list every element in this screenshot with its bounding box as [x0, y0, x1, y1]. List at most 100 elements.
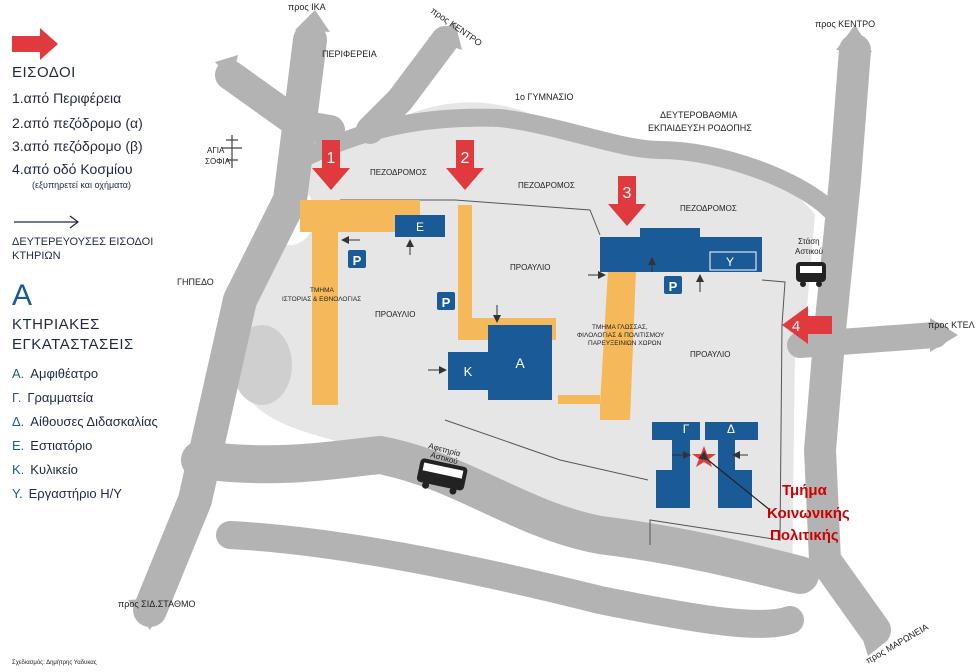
dir-ktel: προς ΚΤΕΛ	[928, 320, 975, 330]
building-history	[300, 200, 420, 405]
legend-facility-g: Γ. Γραμματεία	[12, 390, 93, 405]
entrance-arrow-2	[446, 140, 484, 190]
building-k	[448, 352, 488, 390]
building-d	[705, 422, 758, 508]
building-y	[600, 228, 762, 272]
label-proavlio-3: ΠΡΟΑΥΛΙΟ	[690, 350, 730, 359]
parking-label-1: P	[353, 253, 362, 268]
entrance-number-3: 3	[623, 185, 632, 202]
legend-facility-key: Δ.	[12, 414, 25, 429]
label-e: Ε	[416, 220, 424, 234]
legend-secondary-title: ΔΕΥΤΕΡΕΥΟΥΣΕΣ ΕΙΣΟΔΟΙ	[12, 236, 154, 248]
road-left-diagonal	[133, 23, 327, 627]
arrow-to-kentro-top	[428, 22, 462, 50]
label-g: Γ	[683, 422, 690, 436]
building-pezodromos-a	[458, 205, 472, 330]
highlight-dept-2: Κοινωνικής	[767, 505, 850, 522]
legend-facilities-title: ΚΤΗΡΙΑΚΕΣ	[12, 316, 100, 333]
church-icon	[222, 135, 242, 168]
parking-signs: P P P	[348, 250, 682, 310]
legend-facility-d: Δ.Αίθουσες Διδασκαλίας	[12, 414, 158, 429]
legend-facility-label: Εστιατόριο	[30, 438, 93, 453]
label-pezodromos-2: ΠΕΖΟΔΡΟΜΟΣ	[518, 181, 575, 190]
legend-secondary-title-2: ΚΤΗΡΙΩΝ	[12, 250, 61, 262]
label-a: Α	[515, 355, 525, 371]
dept-history-2: ΙΣΤΟΡΙΑΣ & ΕΘΝΟΛΟΓΙΑΣ	[282, 296, 361, 303]
legend-facility-key: Γ.	[12, 390, 22, 405]
legend-facilities-title-2: ΕΓΚΑΤΑΣΤΑΣΕΙΣ	[12, 336, 134, 353]
building-glossa	[558, 248, 640, 420]
legend-facility-key: Α.	[12, 366, 25, 381]
main-entrances: 1 2 3 4	[312, 140, 832, 344]
legend-facility-key: Υ.	[12, 486, 23, 501]
label-pezodromos-1: ΠΕΖΟΔΡΟΜΟΣ	[370, 168, 427, 177]
dept-glossa-1: ΤΜΗΜΑ ΓΛΩΣΣΑΣ,	[592, 324, 648, 331]
legend-entrance-1: 1.από Περιφέρεια	[12, 90, 122, 106]
arrow-top-left	[215, 55, 238, 80]
entrance-arrow-3	[608, 176, 646, 226]
entrance-number-2: 2	[461, 150, 470, 167]
legend-facility-y: Υ.Εργαστήριο Η/Υ	[12, 486, 122, 501]
legend-entrance-3: 3.από πεζόδρομο (β)	[12, 138, 143, 154]
legend-facility-key: Ε.	[12, 438, 25, 453]
entrance-number-4: 4	[792, 318, 800, 335]
arrow-to-maroneia	[858, 624, 888, 656]
pointer-line	[698, 450, 771, 511]
road-top-arc	[291, 108, 839, 219]
legend-facility-e: Ε. Εστιατόριο	[12, 438, 92, 453]
building-e	[395, 215, 445, 237]
road-bottom-lower	[216, 521, 804, 638]
building-a	[488, 325, 552, 400]
legend-facility-label: Αμφιθέατρο	[30, 366, 99, 381]
legend-secondary-arrow	[14, 215, 79, 229]
legend-facility-label: Κυλικείο	[30, 462, 78, 477]
legend-facility-k: Κ. Κυλικείο	[12, 462, 78, 477]
place-deftero-2: ΕΚΠΑΙΔΕΥΣΗ ΡΟΔΟΠΗΣ	[648, 123, 752, 133]
building-g	[652, 422, 700, 508]
road-bottom	[181, 436, 819, 594]
road-right-ktel	[787, 322, 948, 358]
label-y: Υ	[726, 255, 734, 269]
place-stasi-1: Στάση	[798, 237, 820, 246]
label-d: Δ	[727, 422, 735, 436]
arrow-to-ktel	[930, 318, 958, 352]
parking-sign-3	[664, 276, 682, 294]
road-top-center	[356, 26, 459, 144]
arrow-to-ika	[295, 10, 330, 32]
place-gipedo: ΓΗΠΕΔΟ	[177, 277, 214, 287]
place-deftero-1: ΔΕΥΤΕΡΟΒΑΘΜΙΑ	[660, 110, 737, 120]
place-stasi-2: Αστικού	[795, 247, 823, 256]
legend-facility-a: Α. Αμφιθέατρο	[12, 366, 98, 381]
highlight-dept-1: Τμήμα	[782, 482, 828, 499]
dir-sid-stathmo: προς ΣΙΔ.ΣΤΑΘΜΟ	[118, 599, 195, 609]
dir-ika: προς ΙΚΑ	[288, 2, 326, 12]
parking-sign-2	[437, 292, 455, 310]
credit-text: Σχεδιασμός: Δημήτρης Υαδυκας	[12, 659, 97, 666]
roads	[133, 23, 948, 646]
building-y-outline	[709, 251, 757, 271]
parking-label-3: P	[669, 279, 678, 294]
arrow-to-sid-stathmo	[128, 598, 168, 630]
place-agia-2: ΣΟΦΙΑ	[205, 157, 231, 166]
legend-entrance-4: 4.από οδό Κοσμίου	[12, 161, 133, 177]
place-gymnasio: 1ο ΓΥΜΝΑΣΙΟ	[515, 92, 574, 102]
bus-icon-afetiria	[416, 458, 468, 495]
arrow-to-kentro-right	[836, 25, 872, 52]
legend-facility-label: Γραμματεία	[27, 390, 94, 405]
entrance-arrow-1	[312, 140, 350, 190]
secondary-entrance-arrows	[341, 236, 748, 459]
parking-sign-1	[348, 250, 366, 268]
dept-glossa-3: ΠΑΡΕΥΞΕΙΝΙΩΝ ΧΩΡΩΝ	[588, 340, 662, 347]
legend-entrance-4-note: (εξυπηρετεί και οχήματα)	[32, 180, 131, 190]
dept-glossa-2: ΦΙΛΟΛΟΓΙΑΣ & ΠΟΛΙΤΙΣΜΟΥ	[577, 332, 665, 339]
entrance-arrow-4	[782, 306, 832, 344]
label-pezodromos-3: ΠΕΖΟΔΡΟΜΟΣ	[680, 204, 737, 213]
place-perifereia: ΠΕΡΙΦΕΡΕΙΑ	[322, 49, 377, 59]
dir-kentro-right: προς ΚΕΝΤΡΟ	[815, 19, 875, 29]
label-proavlio-1: ΠΡΟΑΥΛΙΟ	[375, 310, 415, 319]
legend-facility-key: Κ.	[12, 462, 25, 477]
legend-entrance-2: 2.από πεζόδρομο (α)	[12, 115, 143, 131]
parking-label-2: P	[442, 295, 451, 310]
label-proavlio-2: ΠΡΟΑΥΛΙΟ	[510, 263, 550, 272]
